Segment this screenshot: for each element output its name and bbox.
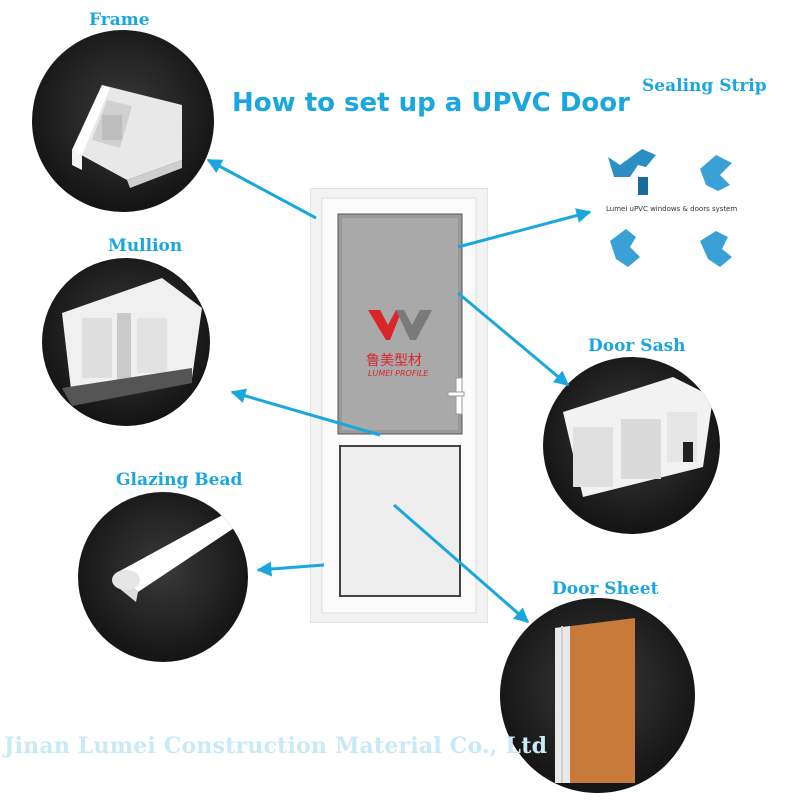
company-footer: Jinan Lumei Construction Material Co., L… <box>4 733 548 759</box>
door-sash-profile-image <box>543 357 720 534</box>
logo-english-text: LUMEI PROFILE <box>368 369 429 378</box>
glazing-bead-label: Glazing Bead <box>116 470 243 490</box>
sealing-strip-image <box>598 145 768 295</box>
frame-profile-image <box>32 30 214 212</box>
door-sash-label: Door Sash <box>588 336 686 356</box>
upvc-door-image <box>310 188 488 623</box>
mullion-label: Mullion <box>108 236 183 256</box>
door-sheet-profile-image <box>500 598 695 793</box>
sealing-strip-caption: Lumei uPVC windows & doors system <box>606 205 738 213</box>
glazing-bead-profile-image <box>78 492 248 662</box>
frame-label: Frame <box>89 10 150 30</box>
door-sheet-label: Door Sheet <box>552 579 659 599</box>
sealing-strip-label: Sealing Strip <box>642 76 767 96</box>
frame-arrow <box>206 158 317 220</box>
page-title: How to set up a UPVC Door <box>232 88 630 118</box>
mullion-profile-image <box>42 258 210 426</box>
lumei-logo <box>360 305 438 350</box>
logo-chinese-text: 鲁美型材 <box>366 353 422 369</box>
